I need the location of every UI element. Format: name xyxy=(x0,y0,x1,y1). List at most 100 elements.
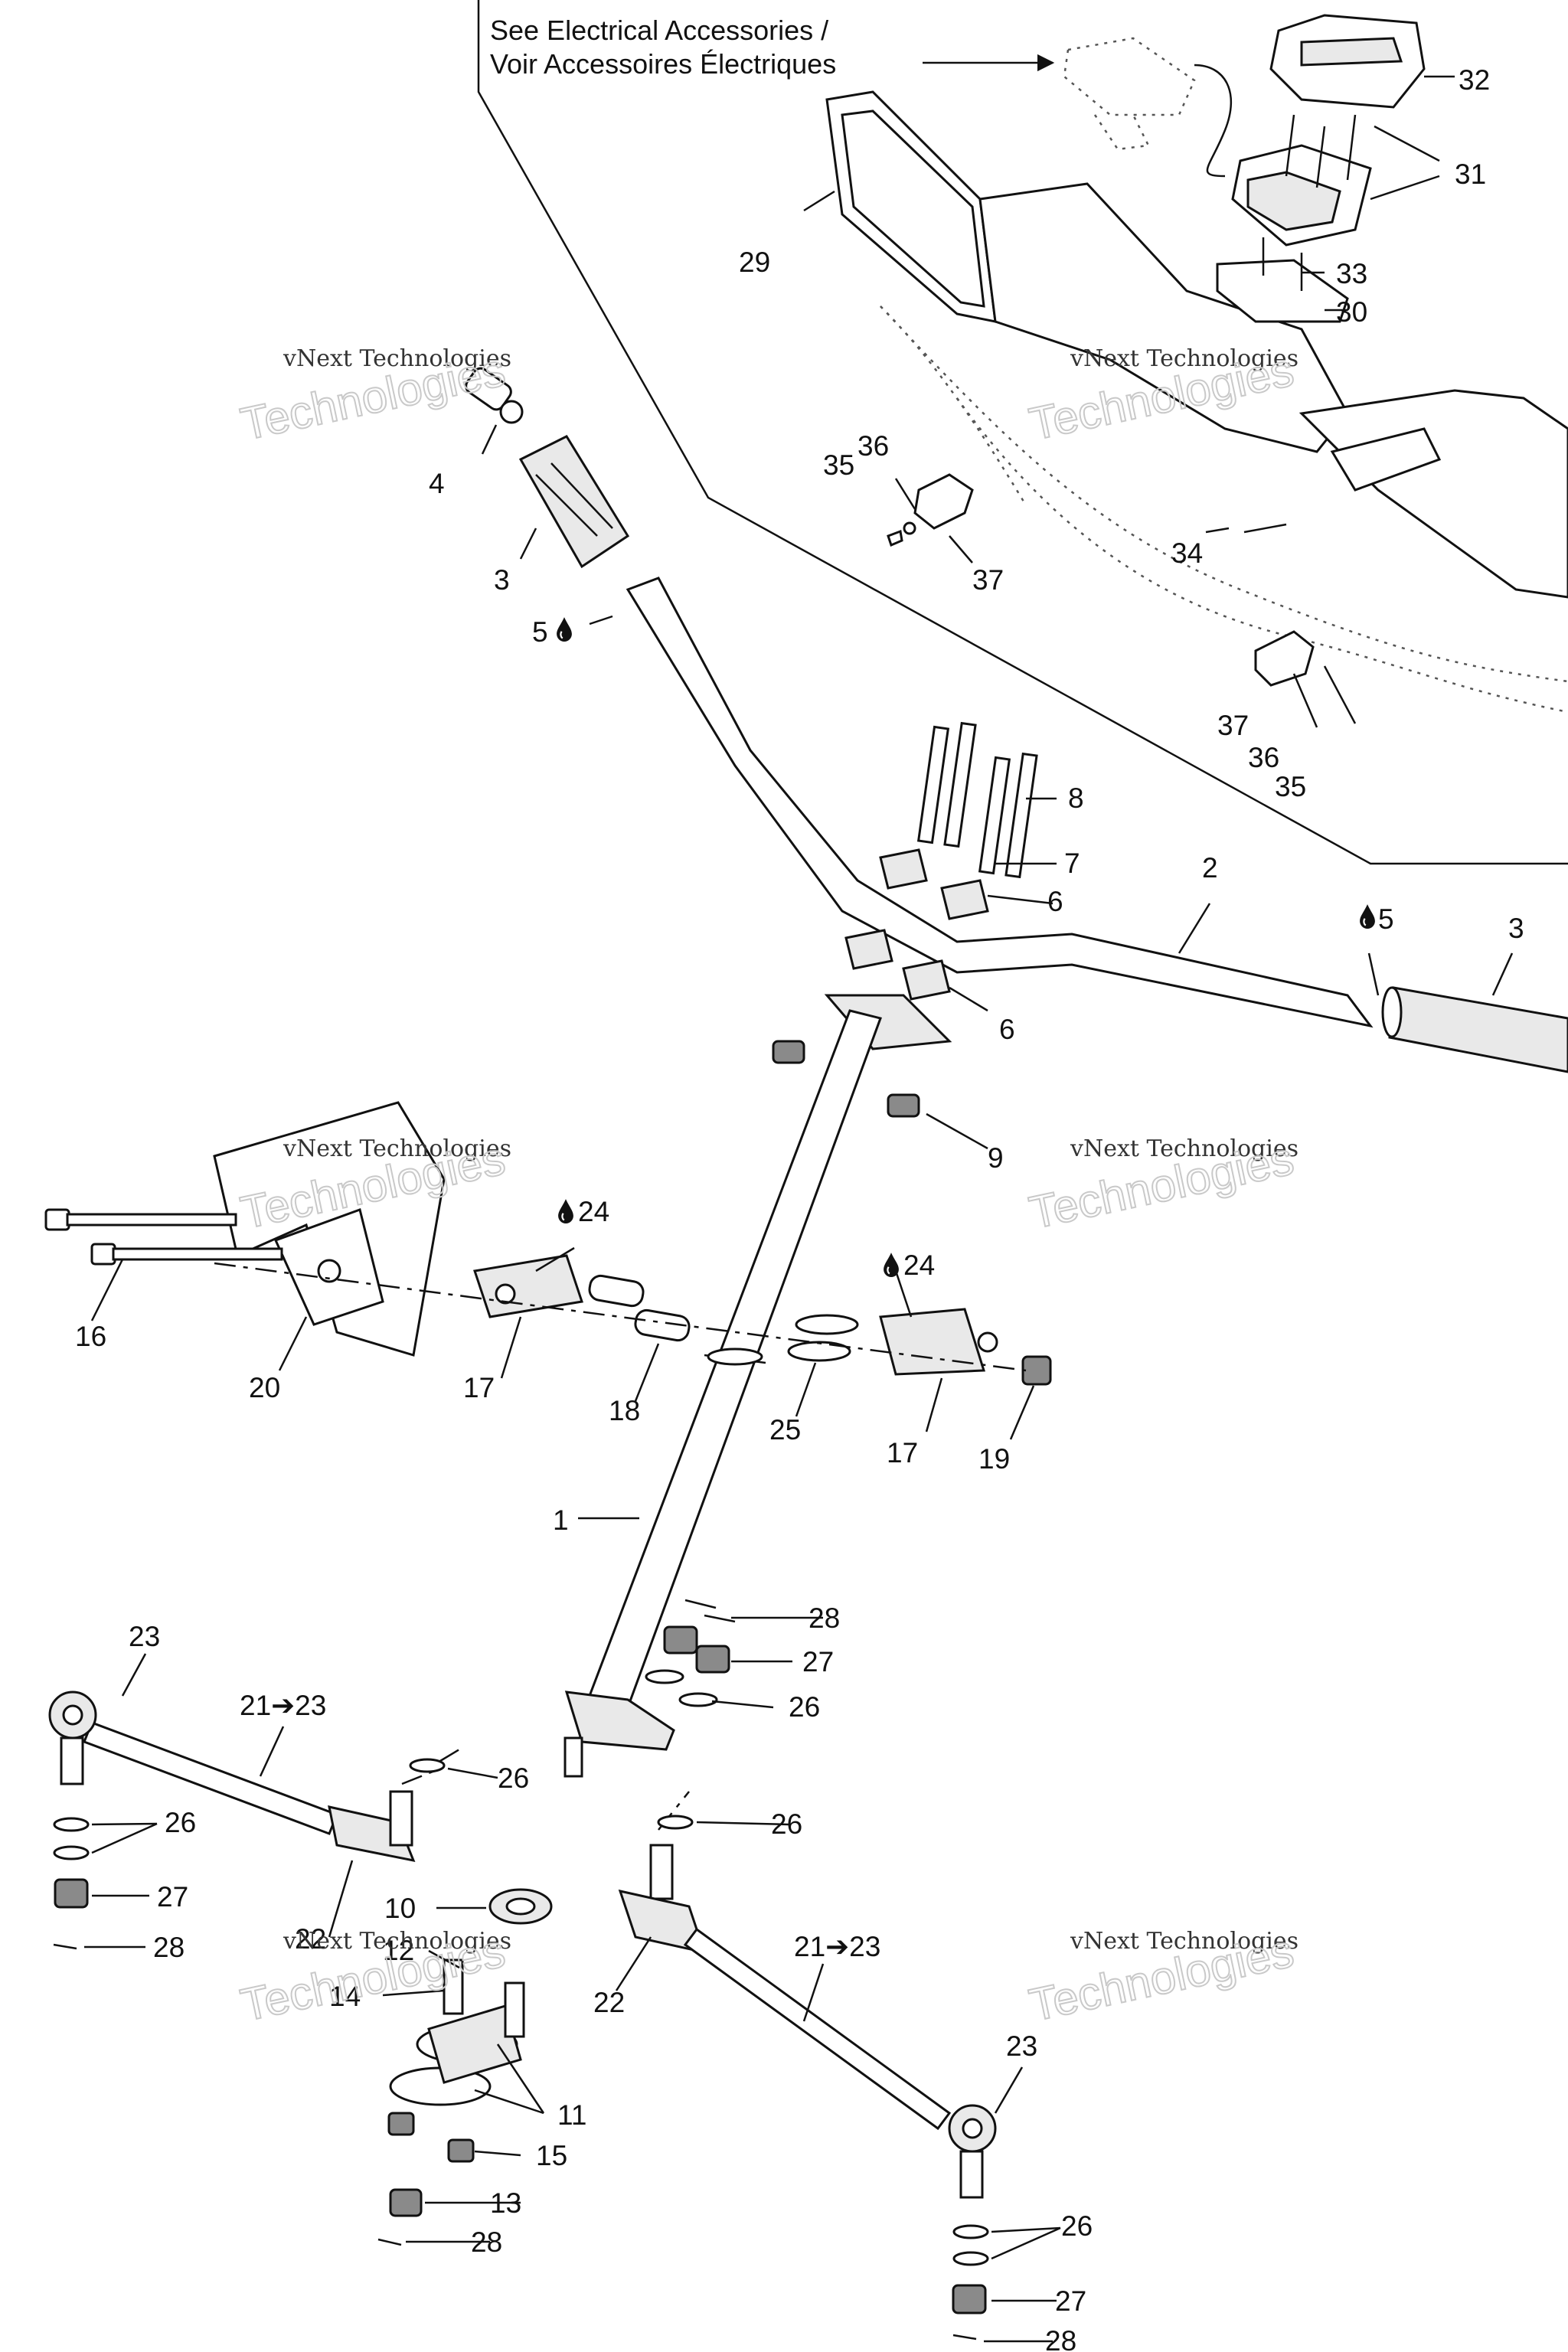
bearing-10 xyxy=(488,1888,553,1925)
spacers-18 xyxy=(588,1274,691,1342)
callout-13: 13 xyxy=(490,2187,521,2219)
callout-27-column: 27 xyxy=(802,1646,834,1677)
watermark-text: vNext Technologies xyxy=(1070,1928,1298,1955)
bolts-16 xyxy=(44,1208,283,1266)
watermark-text: vNext Technologies xyxy=(283,1928,511,1955)
watermark-text: vNext Technologies xyxy=(283,345,511,372)
callout-28-column: 28 xyxy=(808,1602,840,1634)
note-line-2: Voir Accessoires Électriques xyxy=(490,48,836,80)
callout-31: 31 xyxy=(1455,158,1486,190)
watermark-text: vNext Technologies xyxy=(1070,1135,1298,1162)
callout-11: 11 xyxy=(557,2099,586,2131)
callout-28-bearing: 28 xyxy=(471,2226,502,2258)
tie-rod-right xyxy=(618,1844,997,2341)
bolts-8 xyxy=(916,721,1038,879)
callout-6-upper: 6 xyxy=(1047,886,1063,917)
callout-6-lower: 6 xyxy=(999,1014,1015,1045)
small-clip-37-upper xyxy=(887,473,974,547)
small-clip-37-lower xyxy=(1254,630,1357,728)
callout-9: 9 xyxy=(988,1142,1004,1174)
callout-26-right-upper: 26 xyxy=(771,1808,802,1840)
tie-rod-left-axis xyxy=(401,1767,441,1785)
watermark: vNext Technologies Technologies xyxy=(1024,1132,1299,1239)
callout-21-right: 21➔23 xyxy=(794,1931,880,1962)
note-line-1: See Electrical Accessories / xyxy=(490,15,828,46)
oil-drop-icon xyxy=(557,1198,574,1223)
washer-26-left-upper xyxy=(409,1758,446,1773)
watermark: vNext Technologies Technologies xyxy=(236,1924,511,2031)
cotter-pins-28 xyxy=(684,1599,736,1623)
castle-nuts-27 xyxy=(663,1625,730,1674)
callout-19: 19 xyxy=(978,1443,1010,1475)
callout-1: 1 xyxy=(553,1504,569,1536)
callout-24-right: 24 xyxy=(903,1250,935,1281)
handlebar-cover xyxy=(825,90,1568,599)
frame-contour xyxy=(880,305,1568,714)
callout-26-left-lower: 26 xyxy=(165,1807,196,1838)
callout-16: 16 xyxy=(75,1321,106,1352)
callout-7: 7 xyxy=(1064,848,1080,879)
callout-37-upper: 37 xyxy=(972,564,1004,596)
callout-28-left: 28 xyxy=(153,1932,185,1963)
callout-3-right: 3 xyxy=(1508,913,1524,944)
leader-lines xyxy=(84,54,1514,2343)
end-cap-left xyxy=(465,367,524,424)
handlebar-2 xyxy=(626,577,1374,1028)
callout-12: 12 xyxy=(383,1935,414,1966)
watermark-text: vNext Technologies xyxy=(283,1135,511,1162)
callout-35-lower: 35 xyxy=(1275,771,1306,802)
callout-10: 10 xyxy=(384,1893,416,1924)
callout-22-right: 22 xyxy=(593,1987,625,2018)
callout-17-left: 17 xyxy=(463,1372,495,1403)
bracket-30 xyxy=(1216,237,1349,323)
callout-32: 32 xyxy=(1459,64,1490,96)
callout-27-left: 27 xyxy=(157,1881,188,1913)
grip-left xyxy=(518,435,630,569)
tie-rod-left-axis-2 xyxy=(439,1748,460,1762)
callout-24-left: 24 xyxy=(578,1196,609,1227)
nut-19 xyxy=(1021,1355,1052,1386)
callout-15: 15 xyxy=(536,2140,567,2171)
callout-23-right: 23 xyxy=(1006,2030,1037,2062)
callout-26-column: 26 xyxy=(789,1691,820,1723)
callout-14: 14 xyxy=(329,1981,361,2012)
bearing-plates-11 xyxy=(389,2004,522,2106)
washers-26-column xyxy=(645,1669,718,1707)
callout-37-lower: 37 xyxy=(1217,710,1249,741)
callout-33: 33 xyxy=(1336,258,1367,289)
callout-20: 20 xyxy=(249,1372,280,1403)
callout-29: 29 xyxy=(739,247,770,278)
support-17-right xyxy=(879,1308,998,1376)
callout-23-left: 23 xyxy=(129,1621,160,1652)
callout-21-left: 21➔23 xyxy=(240,1690,326,1721)
oil-drop-icon xyxy=(556,616,573,642)
cover-32 xyxy=(1269,14,1426,109)
callout-4: 4 xyxy=(429,468,445,499)
clamps-6 xyxy=(844,848,989,1001)
callout-18: 18 xyxy=(609,1395,640,1426)
axis-line xyxy=(214,1262,1027,1372)
grip-right xyxy=(1381,986,1568,1073)
oil-drop-icon xyxy=(883,1252,900,1277)
bolts-12-14 xyxy=(443,1958,525,2038)
nuts-9 xyxy=(772,1040,920,1118)
electrical-accessory xyxy=(1063,37,1233,178)
callout-36-upper: 36 xyxy=(858,430,889,462)
support-17-left xyxy=(473,1254,583,1318)
callout-5-left: 5 xyxy=(532,616,548,648)
nuts-15-13 xyxy=(377,2112,475,2246)
watermark-text: vNext Technologies xyxy=(1070,345,1298,372)
callout-2: 2 xyxy=(1202,852,1218,884)
callout-26-right-lower: 26 xyxy=(1061,2210,1093,2242)
watermark-group: vNext Technologies Technologies vNext Te… xyxy=(236,343,1299,2031)
instrument-base-31 xyxy=(1231,114,1372,247)
callout-22-left: 22 xyxy=(295,1923,326,1955)
callout-36-lower: 36 xyxy=(1248,742,1279,773)
washer-26-right-upper xyxy=(657,1815,694,1830)
column-washer xyxy=(707,1348,763,1366)
callout-26-left-upper: 26 xyxy=(498,1762,529,1794)
oil-drop-icon xyxy=(1359,903,1376,929)
watermark: vNext Technologies Technologies xyxy=(1024,1924,1299,2031)
callout-30: 30 xyxy=(1336,296,1367,328)
